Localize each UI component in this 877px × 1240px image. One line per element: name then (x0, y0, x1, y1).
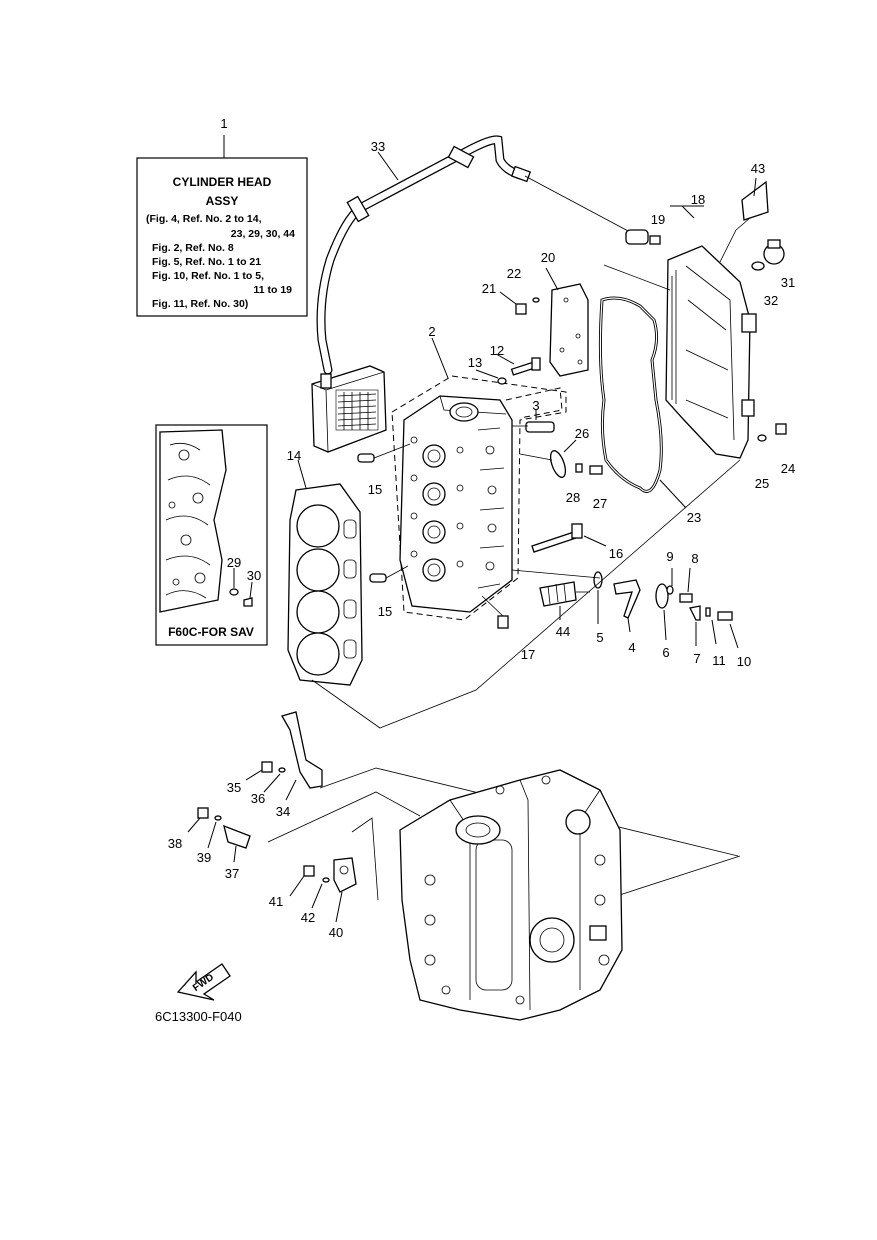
callout-numbers: 2 3 4 5 6 7 8 9 10 11 12 13 14 15 15 16 … (168, 139, 795, 940)
inset-label: F60C-FOR SAV (168, 625, 254, 639)
callout-43: 43 (751, 161, 765, 176)
head-cover-18 (603, 177, 787, 459)
callout-8: 8 (691, 551, 698, 566)
fwd-arrow: FWD (176, 963, 231, 1001)
assy-subtitle: ASSY (206, 194, 239, 208)
seal-23 (598, 296, 687, 509)
callout-33: 33 (371, 139, 385, 154)
callout-35: 35 (227, 780, 241, 795)
callout-19: 19 (651, 212, 665, 227)
callout-41: 41 (269, 894, 283, 909)
callout-42: 42 (301, 910, 315, 925)
cylinder-block (399, 769, 623, 1021)
callout-22: 22 (507, 266, 521, 281)
cylinder-head-2 (357, 337, 567, 629)
callout-26: 26 (575, 426, 589, 441)
assy-line-2: 23, 29, 30, 44 (231, 228, 295, 240)
callout-20: 20 (541, 250, 555, 265)
callout-11: 11 (712, 653, 726, 668)
callout-5: 5 (596, 630, 603, 645)
callout-14: 14 (287, 448, 301, 463)
drawing-code: 6C13300-F040 (155, 1009, 242, 1024)
callout-37: 37 (225, 866, 239, 881)
callout-12: 12 (490, 343, 504, 358)
callout-3: 3 (532, 398, 539, 413)
hose-33 (316, 135, 631, 375)
assy-line-3: Fig. 2, Ref. No. 8 (152, 242, 234, 254)
callout-34: 34 (276, 804, 290, 819)
assy-line-7: Fig. 11, Ref. No. 30) (152, 298, 248, 310)
brackets-34-to-42 (187, 711, 357, 923)
callout-9: 9 (666, 549, 673, 564)
callout-29: 29 (227, 555, 241, 570)
callout-4: 4 (628, 640, 635, 655)
callout-2: 2 (428, 324, 435, 339)
callout-18: 18 (691, 192, 705, 207)
callout-25: 25 (755, 476, 769, 491)
assy-title: CYLINDER HEAD (173, 175, 272, 189)
parts-3-12-13 (475, 353, 563, 433)
assy-legend-box: 1 CYLINDER HEAD ASSY (Fig. 4, Ref. No. 2… (136, 116, 308, 317)
callout-16: 16 (609, 546, 623, 561)
callout-30: 30 (247, 568, 261, 583)
assy-line-4: Fig. 5, Ref. No. 1 to 21 (152, 256, 261, 268)
callout-24: 24 (781, 461, 795, 476)
inset-f60c: 29 30 F60C-FOR SAV (155, 424, 268, 646)
assy-line-5: Fig. 10, Ref. No. 1 to 5, (152, 270, 264, 282)
callout-31: 31 (781, 275, 795, 290)
callout-10: 10 (737, 654, 751, 669)
callout-21: 21 (482, 281, 496, 296)
cover-plate-20 (499, 267, 589, 377)
callout-6: 6 (662, 645, 669, 660)
callout-17: 17 (521, 647, 535, 662)
callout-28: 28 (566, 490, 580, 505)
callout-38: 38 (168, 836, 182, 851)
assy-line-6: 11 to 19 (253, 284, 292, 296)
callout-40: 40 (329, 925, 343, 940)
parts-26-27-28 (519, 439, 603, 478)
callout-7: 7 (693, 651, 700, 666)
callout-15b: 15 (378, 604, 392, 619)
callout-44: 44 (556, 624, 570, 639)
callout-27: 27 (593, 496, 607, 511)
callout-1: 1 (220, 116, 227, 131)
parts-4-to-11 (511, 523, 739, 649)
filter-element (311, 365, 387, 453)
callout-32: 32 (764, 293, 778, 308)
assy-line-1: (Fig. 4, Ref. No. 2 to 14, (146, 213, 262, 225)
callout-15a: 15 (368, 482, 382, 497)
callout-39: 39 (197, 850, 211, 865)
callout-13: 13 (468, 355, 482, 370)
callout-23: 23 (687, 510, 701, 525)
callout-36: 36 (251, 791, 265, 806)
head-gasket-14 (287, 459, 363, 686)
